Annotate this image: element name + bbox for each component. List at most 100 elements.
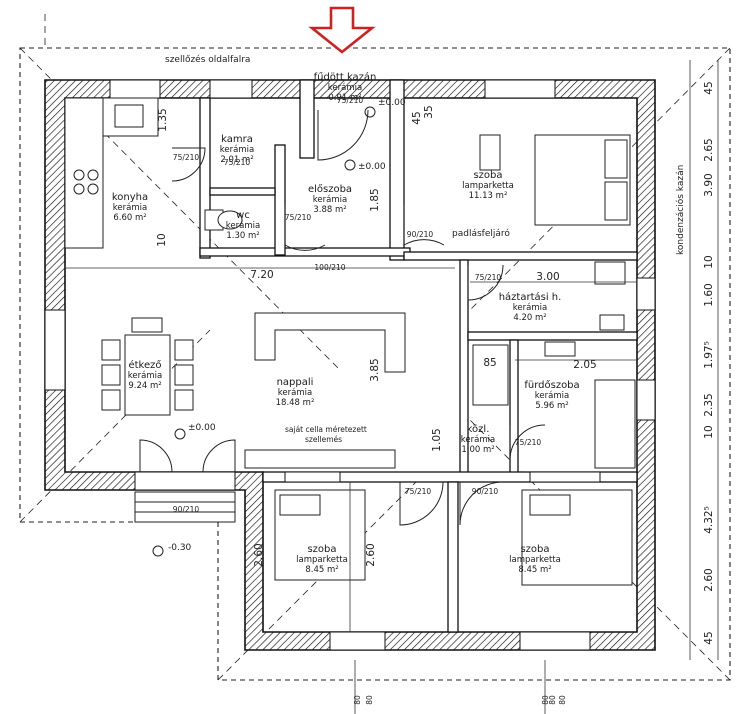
room-area: 1.00 m²: [461, 445, 494, 455]
dim-right-10: 45: [703, 631, 715, 644]
room-area: 9.24 m²: [128, 381, 161, 391]
dim-right-6: 2.35: [703, 393, 715, 416]
level-markers: [152, 106, 376, 557]
dim-bottom-0: 80: [353, 695, 362, 705]
vent-wall-note: szellőzés oldalfalra: [165, 54, 250, 65]
door-swings: [139, 109, 546, 526]
room-name: kamra: [221, 134, 253, 145]
room-name: előszoba: [308, 183, 352, 195]
dim-interior-4: 1.85: [369, 188, 381, 211]
room-material: kerámia: [220, 145, 254, 155]
room-name: közl.: [467, 424, 490, 435]
door-size-9: 75/210: [337, 96, 364, 105]
dim-bottom-3: 80: [548, 695, 557, 705]
door-size-1: 75/210: [224, 158, 251, 167]
dim-interior-2: 2.05: [573, 359, 596, 371]
room-name: háztartási h.: [499, 291, 562, 303]
room-name: wc: [236, 210, 250, 221]
dim-interior-9: 45: [411, 111, 423, 124]
room-area: 3.88 m²: [313, 205, 346, 215]
room-area: 1.30 m²: [226, 231, 259, 241]
dim-right-8: 4.32⁵: [703, 506, 715, 534]
door-size-10: 100/210: [314, 263, 345, 272]
room-name: szoba: [520, 544, 549, 555]
door-size-8: 90/210: [173, 505, 200, 514]
room-material: kerámia: [278, 388, 312, 398]
dim-interior-10: 35: [423, 105, 435, 118]
room-material: kerámia: [461, 435, 495, 445]
kitchen-counter: [64, 97, 159, 249]
sofa: [254, 312, 406, 373]
dim-interior-3: 3.85: [369, 358, 381, 381]
level-terrace: -0.30: [168, 543, 192, 553]
door-size-7: 90/210: [472, 487, 499, 496]
entrance-arrow-icon: [308, 6, 376, 54]
dim-interior-8: 2.60: [253, 543, 265, 566]
dim-right-2: 3.90: [703, 173, 715, 196]
interior-walls: [199, 79, 638, 633]
room-material: kerámia: [328, 83, 362, 93]
room-area: 8.45 m²: [305, 565, 338, 575]
bathroom-fixtures: [472, 261, 636, 469]
room-area: 8.45 m²: [518, 565, 551, 575]
dim-interior-0: 7.20: [250, 269, 273, 281]
dim-bottom-2: 80: [541, 695, 550, 705]
room-name: fürdőszoba: [524, 379, 579, 391]
room-material: kerámia: [226, 221, 260, 231]
room-area: 5.96 m²: [535, 401, 568, 411]
room-material: lamparketta: [509, 555, 561, 565]
dim-right-7: 10: [703, 425, 715, 438]
room-area: 11.13 m²: [469, 191, 508, 201]
door-size-5: 75/210: [515, 438, 542, 447]
chimney-note: kondenzációs kazán: [675, 165, 686, 255]
room-material: lamparketta: [296, 555, 348, 565]
windows: [44, 79, 656, 651]
dim-right-5: 1.97⁵: [703, 341, 715, 369]
room-name: szoba: [307, 544, 336, 555]
exterior-wall: [44, 79, 656, 651]
slab-note-1: saját cella méretezett: [285, 425, 367, 434]
room-area: 18.48 m²: [276, 398, 315, 408]
wc-fixture: [204, 209, 243, 231]
bed-room-3: [521, 489, 633, 586]
room-material: lamparketta: [462, 181, 514, 191]
room-area: 4.20 m²: [513, 313, 546, 323]
dim-right-0: 45: [703, 81, 715, 94]
level-entry: ±0.00: [378, 98, 406, 108]
dim-interior-5: 1.35: [157, 108, 169, 131]
attic-stair-note: padlásfeljáró: [452, 228, 510, 239]
door-size-6: 75/210: [405, 487, 432, 496]
door-size-2: 75/210: [285, 213, 312, 222]
door-size-0: 75/210: [173, 153, 200, 162]
room-area: 0.91 m²: [328, 93, 361, 103]
tv-console: [244, 449, 396, 469]
room-material: kerámia: [128, 371, 162, 381]
room-name: nappali: [277, 377, 314, 388]
room-material: kerámia: [535, 391, 569, 401]
room-name: fűdött kazán: [314, 71, 377, 83]
room-material: kerámia: [113, 203, 147, 213]
room-area: 2.01 m²: [220, 155, 253, 165]
room-name: szoba: [473, 170, 502, 181]
dim-right-1: 2.65: [703, 138, 715, 161]
room-area: 6.60 m²: [113, 213, 146, 223]
dim-right-9: 2.60: [703, 568, 715, 591]
dim-bottom-1: 80: [365, 695, 374, 705]
dim-interior-1: 3.00: [536, 271, 559, 283]
door-size-4: 75/210: [475, 273, 502, 282]
room-material: kerámia: [513, 303, 547, 313]
